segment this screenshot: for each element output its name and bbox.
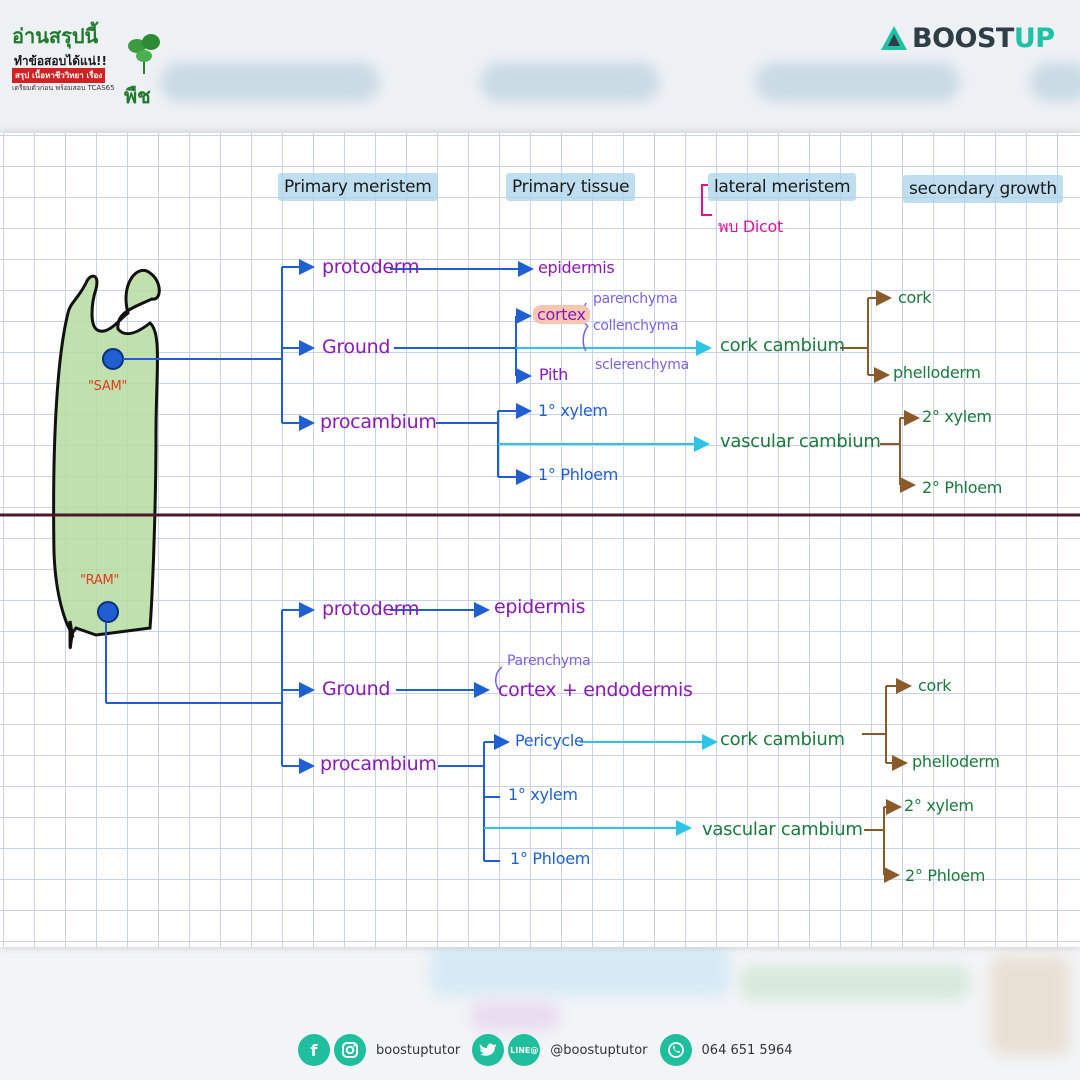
facebook-icon[interactable]: f xyxy=(298,1034,330,1066)
blurred-shape xyxy=(430,946,730,996)
shoot-primary-xylem: 1° xylem xyxy=(538,401,608,420)
footer-phone[interactable]: 064 651 5964 xyxy=(701,1042,793,1058)
logo-title: อ่านสรุปนี้ xyxy=(12,24,99,48)
root-secondary-xylem: 2° xylem xyxy=(904,796,974,815)
series-logo: อ่านสรุปนี้ ทำข้อสอบได้แน่!! สรุป เนื้อห… xyxy=(12,20,162,108)
shoot-protoderm: protoderm xyxy=(322,256,420,278)
brand-triangle-icon xyxy=(881,26,907,50)
root-cork: cork xyxy=(918,676,952,695)
shoot-collenchyma: collenchyma xyxy=(593,318,679,334)
ram-dot xyxy=(97,601,119,623)
shoot-secondary-phloem: 2° Phloem xyxy=(922,478,1003,497)
root-protoderm: protoderm xyxy=(322,598,420,620)
shoot-pith: Pith xyxy=(539,365,568,384)
root-parenchyma: Parenchyma xyxy=(507,653,591,669)
root-phelloderm: phelloderm xyxy=(912,752,1000,771)
phone-icon[interactable] xyxy=(659,1034,692,1066)
root-epidermis: epidermis xyxy=(494,596,586,618)
blurred-text xyxy=(160,62,380,102)
header-primary-meristem: Primary meristem xyxy=(278,173,438,201)
shoot-ground: Ground xyxy=(322,336,391,358)
blurred-text xyxy=(1030,62,1080,102)
shoot-cortex: cortex xyxy=(533,305,590,324)
root-pericycle: Pericycle xyxy=(515,731,584,750)
header-lateral-meristem: lateral meristem xyxy=(708,173,857,201)
shoot-cork-cambium: cork cambium xyxy=(720,335,845,356)
blurred-text xyxy=(755,62,960,102)
footer-handle-1[interactable]: boostuptutor xyxy=(376,1042,461,1058)
shoot-epidermis: epidermis xyxy=(538,258,615,277)
sam-label: "SAM" xyxy=(88,379,128,394)
root-secondary-phloem: 2° Phloem xyxy=(905,866,986,885)
logo-subject: สรุป เนื้อหาชีววิทยา เรื่อง xyxy=(12,68,106,83)
ram-label: "RAM" xyxy=(80,573,120,588)
footer-contacts: f boostuptutor LINE@ @boostuptutor 064 6… xyxy=(298,1032,805,1068)
brand-logo: BOOSTUP xyxy=(880,20,1055,56)
root-primary-xylem: 1° xylem xyxy=(508,785,578,804)
root-cork-cambium: cork cambium xyxy=(720,729,845,750)
shoot-sclerenchyma: sclerenchyma xyxy=(595,357,689,373)
blurred-shape xyxy=(470,1001,560,1031)
logo-tagline: ทำข้อสอบได้แน่!! xyxy=(14,54,107,68)
blurred-shape xyxy=(990,956,1070,1056)
header-primary-tissue: Primary tissue xyxy=(506,173,636,201)
blurred-text xyxy=(480,62,660,102)
lateral-note: พบ Dicot xyxy=(718,217,784,236)
root-cortex-endodermis: cortex + endodermis xyxy=(498,679,693,701)
root-vascular-cambium: vascular cambium xyxy=(702,819,863,840)
line-icon[interactable]: LINE@ xyxy=(508,1034,541,1066)
sam-dot xyxy=(102,348,124,370)
connector-layer xyxy=(0,184,1080,883)
shoot-secondary-xylem: 2° xylem xyxy=(922,407,992,426)
background-bottom xyxy=(0,946,1080,1080)
diagram-panel: Primary meristem Primary tissue lateral … xyxy=(0,133,1080,947)
plant-icon xyxy=(128,34,160,74)
instagram-icon[interactable] xyxy=(334,1034,366,1066)
shoot-vascular-cambium: vascular cambium xyxy=(720,431,881,452)
background-top xyxy=(0,0,1080,135)
root-procambium: procambium xyxy=(320,753,437,775)
shoot-procambium: procambium xyxy=(320,411,437,433)
root-ground: Ground xyxy=(322,678,391,700)
blurred-shape xyxy=(740,966,970,1000)
shoot-parenchyma: parenchyma xyxy=(593,291,678,307)
root-primary-phloem: 1° Phloem xyxy=(510,849,591,868)
shoot-cork: cork xyxy=(898,288,932,307)
shoot-primary-phloem: 1° Phloem xyxy=(538,465,619,484)
brand-name-b: UP xyxy=(1013,22,1055,54)
footer-handle-2[interactable]: @boostuptutor xyxy=(550,1042,648,1058)
plant-body xyxy=(52,269,161,650)
brand-name-a: BOOST xyxy=(912,22,1014,54)
twitter-icon[interactable] xyxy=(472,1034,505,1066)
logo-note: เตรียมตัวก่อน พร้อมสอบ TCAS65 xyxy=(12,84,115,92)
header-secondary-growth: secondary growth xyxy=(903,175,1063,203)
shoot-phelloderm: phelloderm xyxy=(893,363,981,382)
logo-topic: พืช xyxy=(124,84,151,108)
